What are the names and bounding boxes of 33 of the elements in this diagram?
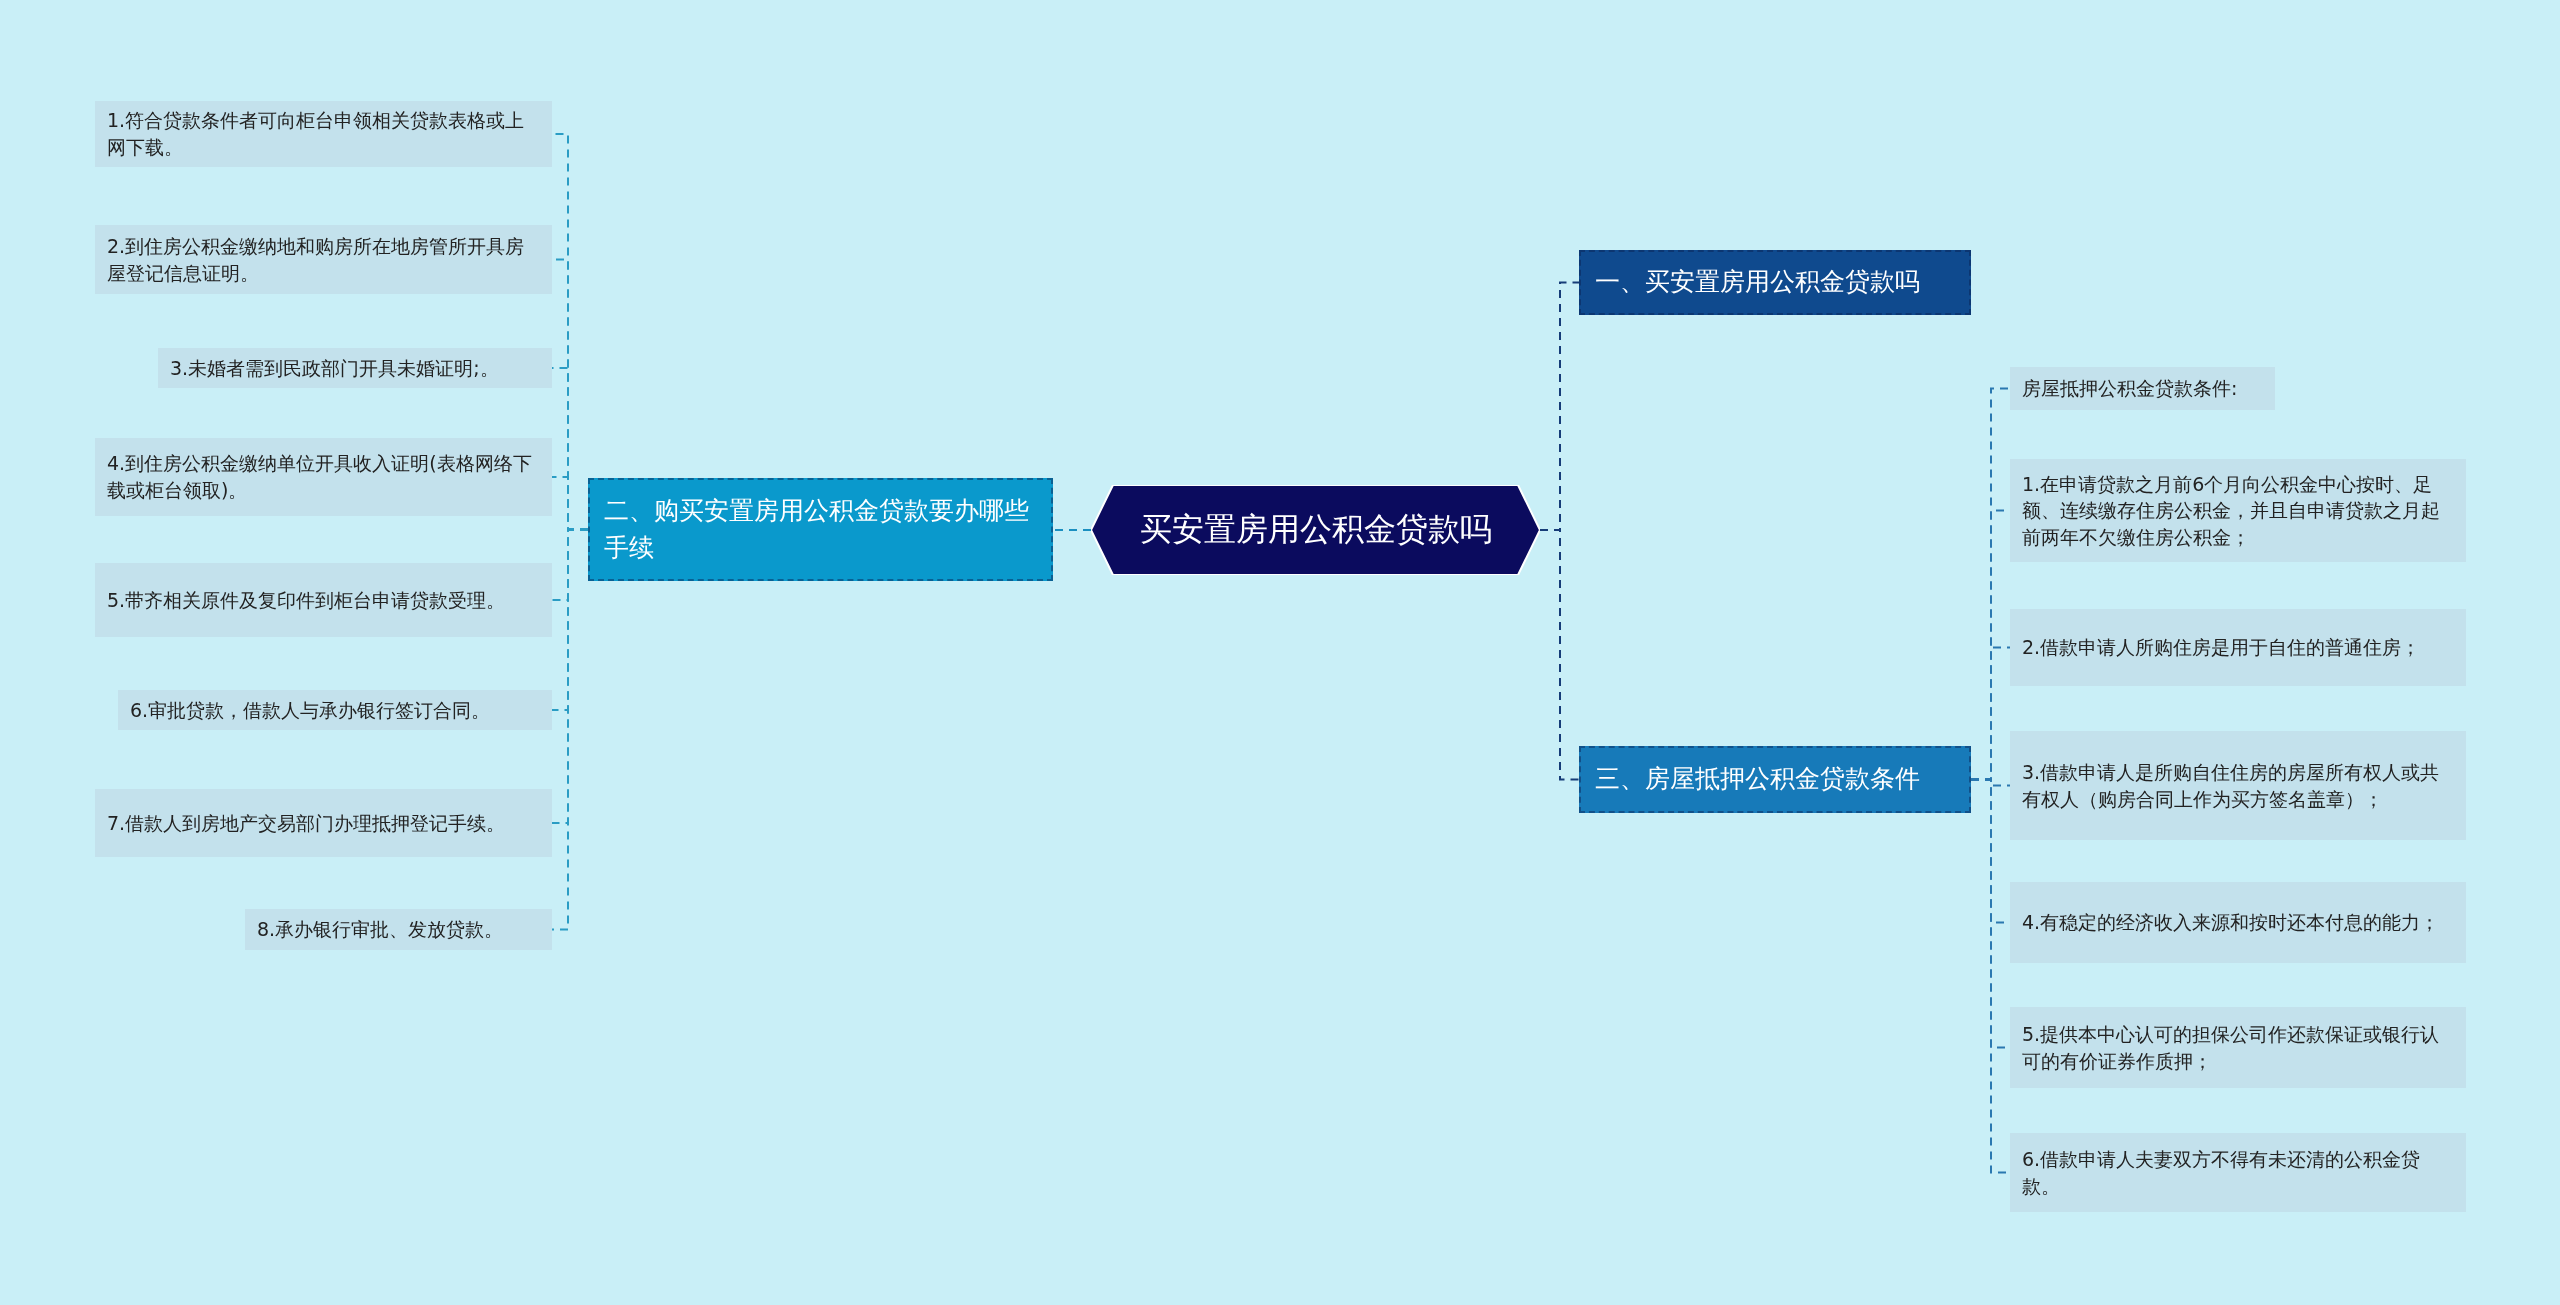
- topic-title: 一、买安置房用公积金贷款吗: [1595, 266, 1920, 299]
- subtopic-box: [2010, 731, 2466, 840]
- connector-line: [1539, 529, 1580, 781]
- subtopic-box: [2010, 609, 2466, 686]
- subtopic-box: [95, 563, 552, 637]
- subtopic-text: 4.到住房公积金缴纳单位开具收入证明(表格网络下载或柜台领取)。: [107, 451, 533, 503]
- subtopic-box: [95, 438, 552, 516]
- subtopic-text: 1.符合贷款条件者可向柜台申领相关贷款表格或上网下载。: [107, 108, 526, 160]
- subtopic-text: 房屋抵押公积金贷款条件:: [2022, 376, 2238, 402]
- subtopic-text: 7.借款人到房地产交易部门办理抵押登记手续。: [107, 810, 506, 836]
- subtopic-text: 8.承办银行审批、发放贷款。: [257, 917, 504, 943]
- subtopic-text: 6.借款申请人夫妻双方不得有未还清的公积金贷款。: [2022, 1146, 2422, 1199]
- subtopic-text: 5.带齐相关原件及复印件到柜台申请贷款受理。: [107, 587, 506, 613]
- topic-box: [1579, 250, 1971, 315]
- subtopic-text: 2.借款申请人所购住房是用于自住的普通住房；: [2022, 635, 2421, 661]
- subtopic-text: 5.提供本中心认可的担保公司作还款保证或银行认可的有价证券作质押；: [2022, 1021, 2441, 1074]
- topic-box: [588, 478, 1053, 581]
- subtopic-box: [95, 789, 552, 857]
- topic-box: [1579, 746, 1971, 813]
- subtopic-text: 6.审批贷款，借款人与承办银行签订合同。: [130, 697, 491, 723]
- central-topic-hexagon: [1091, 485, 1540, 575]
- subtopic-text: 2.到住房公积金缴纳地和购房所在地房管所开具房屋登记信息证明。: [107, 233, 526, 286]
- subtopic-text: 1.在申请贷款之月前6个月向公积金中心按时、足额、连续缴存住房公积金，并且自申请贷款之月起前两年不欠缴住房公积金；: [2022, 471, 2441, 550]
- topic-title: 三、房屋抵押公积金贷款条件: [1595, 763, 1920, 796]
- subtopic-text: 3.未婚者需到民政部门开具未婚证明;。: [170, 355, 499, 381]
- subtopic-text: 3.借款申请人是所购自住住房的房屋所有权人或共有权人（购房合同上作为买方签名盖章）；: [2022, 759, 2441, 812]
- subtopic-box: [158, 348, 552, 388]
- topic-title: 二、购买安置房用公积金贷款要办哪些手续: [604, 495, 1030, 564]
- subtopic-box: [118, 690, 552, 730]
- subtopic-box: [245, 909, 552, 950]
- subtopic-text: 4.有稳定的经济收入来源和按时还本付息的能力；: [2022, 910, 2440, 936]
- topic-title: 买安置房用公积金贷款吗: [1139, 509, 1492, 550]
- connector-line: [1052, 529, 1092, 531]
